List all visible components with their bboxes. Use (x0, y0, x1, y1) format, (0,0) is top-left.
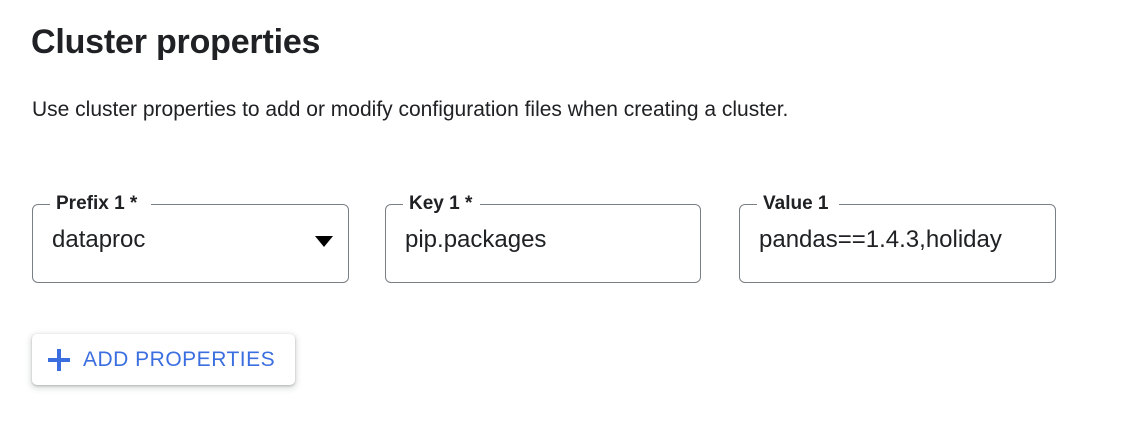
page-title: Cluster properties (31, 23, 321, 61)
chevron-down-icon[interactable] (315, 236, 333, 247)
key-label: Key 1 * (409, 193, 473, 214)
prefix-value: dataproc (52, 226, 146, 253)
plus-icon (48, 348, 70, 371)
prefix-select-field[interactable]: Prefix 1 * dataproc (32, 193, 349, 283)
add-properties-label: ADD PROPERTIES (83, 347, 276, 371)
prefix-label: Prefix 1 * (56, 193, 138, 214)
page-description: Use cluster properties to add or modify … (32, 98, 789, 121)
value-label: Value 1 (763, 193, 829, 214)
key-input-field[interactable]: Key 1 * pip.packages (385, 193, 701, 283)
add-properties-button[interactable]: ADD PROPERTIES (32, 334, 296, 385)
value-value[interactable]: pandas==1.4.3,holiday (759, 226, 1002, 253)
key-value[interactable]: pip.packages (405, 226, 547, 253)
value-input-field[interactable]: Value 1 pandas==1.4.3,holiday (739, 193, 1056, 283)
